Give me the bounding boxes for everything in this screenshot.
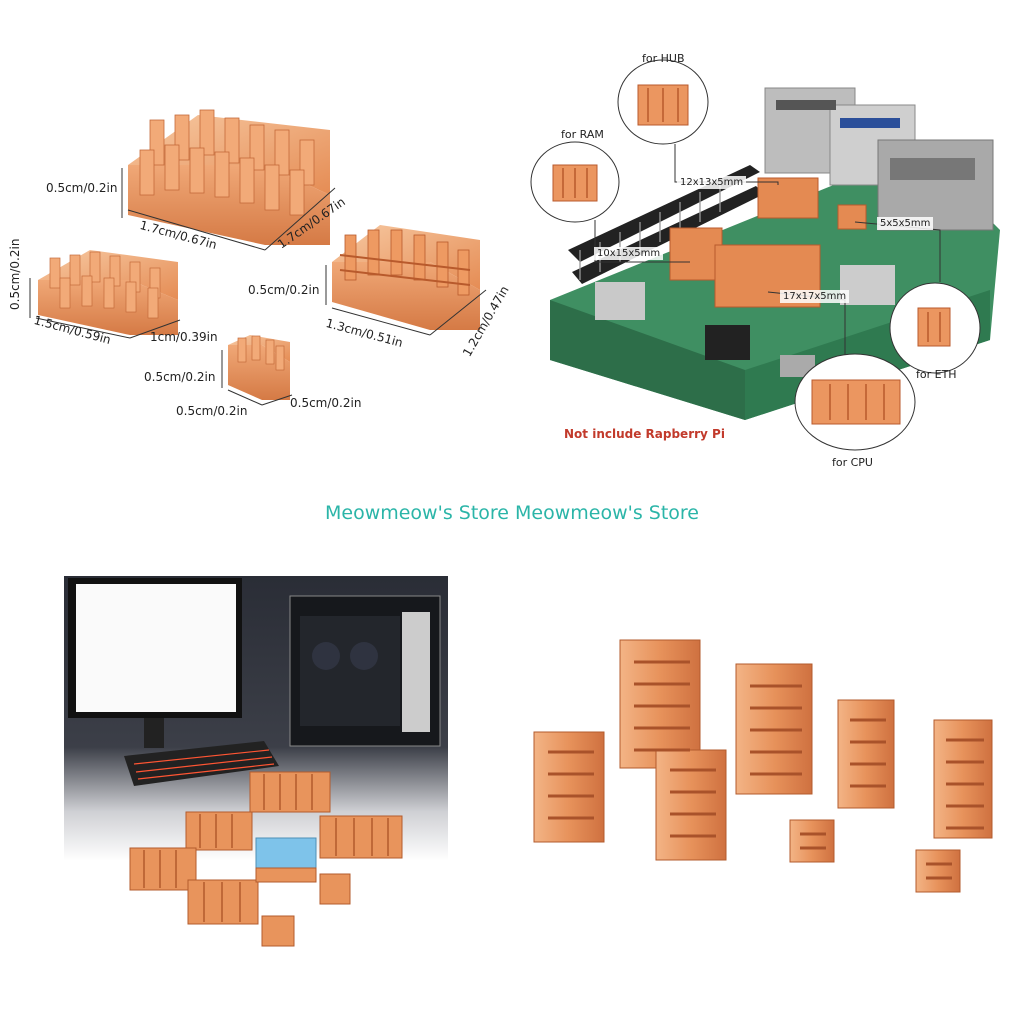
label-for-cpu: for CPU [832,456,873,469]
size-eth-tag: 5x5x5mm [877,217,934,230]
label-for-hub: for HUB [642,52,685,65]
medium-heatsink [38,250,178,335]
small-length-label: 0.5cm/0.2in [176,404,248,418]
label-for-ram: for RAM [561,128,604,141]
small-heatsink [228,335,290,400]
medium-width-label: 1cm/0.39in [150,330,218,344]
raspberry-pi-panel: for HUB for RAM for ETH for CPU 12x13x5m… [520,0,1024,480]
small-height-label: 0.5cm/0.2in [144,370,216,384]
callout-circles [530,59,981,451]
dimension-lines [29,168,487,406]
heatsink-drawings [29,109,487,406]
size-cpu-tag: 17x17x5mm [780,290,850,303]
store-banner: Meowmeow's Store Meowmeow's Store [324,502,700,524]
medium-height-label: 0.5cm/0.2in [8,238,22,310]
heatsink-array [533,639,993,893]
label-for-eth: for ETH [916,368,957,381]
large-height-label: 0.5cm/0.2in [46,181,118,195]
small-width-label: 0.5cm/0.2in [290,396,362,410]
thermal-pad [255,837,317,869]
size-hub-tag: 12x13x5mm [677,176,747,189]
raspberry-pi-board [530,59,1000,451]
cpu-height-label: 0.5cm/0.2in [248,283,320,297]
not-included-notice: Not include Rapberry Pi [564,427,725,441]
cpu-heatsink [332,225,480,330]
dimensions-panel: 0.5cm/0.2in 1.7cm/0.67in 1.7cm/0.67in 0.… [0,0,520,480]
size-ram-tag: 10x15x5mm [594,247,664,260]
desk-scene [64,576,448,956]
setup-photo-panel [64,576,448,956]
heatsink-array-panel [520,600,1024,930]
